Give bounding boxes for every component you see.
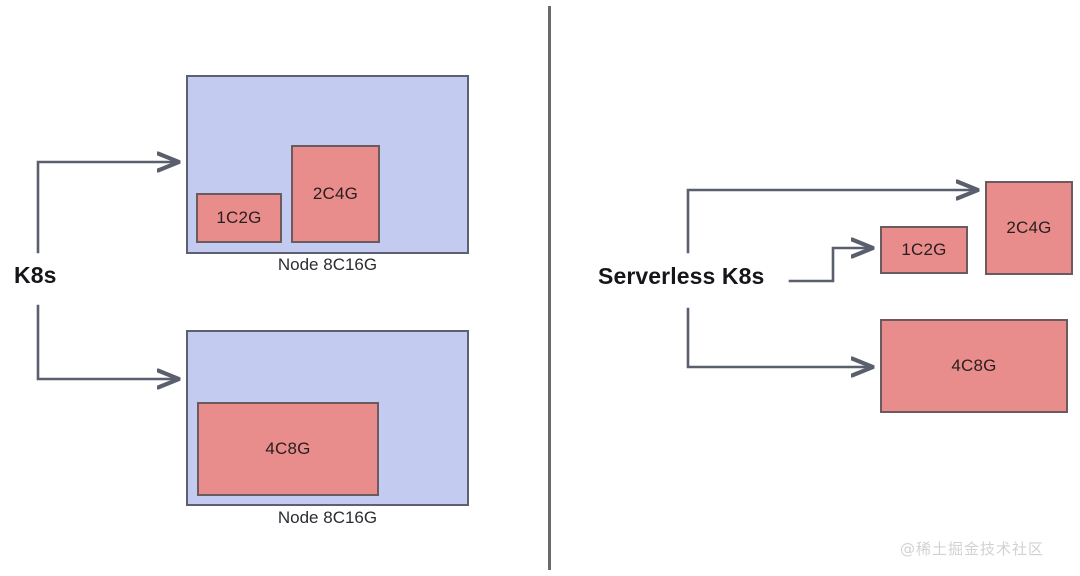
pod-label: 4C8G xyxy=(265,439,311,458)
watermark: @稀土掘金技术社区 xyxy=(900,540,1045,558)
arrow-serverless-to-pod-1c2g xyxy=(788,248,872,283)
pod-1c2g-node-1: 1C2G xyxy=(196,193,282,243)
serverless-k8s-label: Serverless K8s xyxy=(598,263,765,289)
pod-label: 2C4G xyxy=(1006,218,1052,237)
pod-label: 1C2G xyxy=(901,240,947,259)
k8s-label: K8s xyxy=(14,262,57,288)
pod-4c8g-node-2: 4C8G xyxy=(197,402,379,496)
pod-1c2g-serverless: 1C2G xyxy=(880,226,968,274)
node-caption-2: Node 8C16G xyxy=(277,508,378,527)
arrow-serverless-to-pod-2c4g xyxy=(686,190,977,254)
pod-label: 2C4G xyxy=(312,184,359,203)
arrow-serverless-to-pod-4c8g xyxy=(686,307,872,367)
pod-label: 1C2G xyxy=(216,208,262,227)
pod-2c4g-node-1: 2C4G xyxy=(291,145,380,243)
pod-2c4g-serverless: 2C4G xyxy=(985,181,1073,275)
pod-4c8g-serverless: 4C8G xyxy=(880,319,1068,413)
arrow-k8s-to-node-2 xyxy=(36,304,178,379)
pod-label: 4C8G xyxy=(951,356,997,375)
arrow-k8s-to-node-1 xyxy=(36,162,178,254)
node-caption-1: Node 8C16G xyxy=(277,255,378,274)
